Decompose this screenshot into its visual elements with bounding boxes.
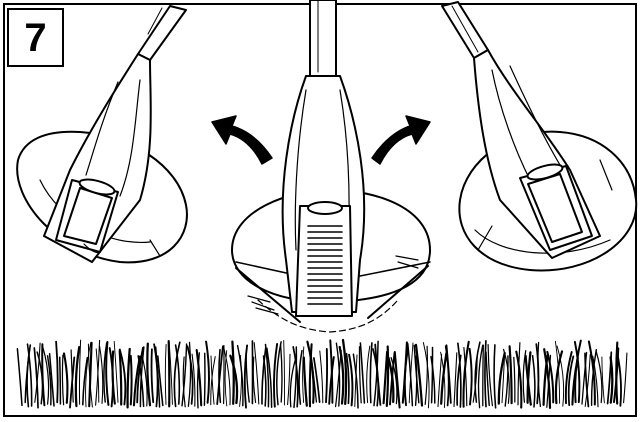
grass-blade: [432, 348, 433, 403]
grass-blade: [514, 357, 515, 402]
grass-blade: [494, 345, 496, 408]
grass-blade: [299, 351, 302, 405]
grass-blade: [624, 353, 627, 403]
grass-blade: [204, 353, 205, 405]
grass-blade: [288, 354, 290, 404]
grass-blade: [114, 342, 118, 403]
trimmer-head-tilted-right-icon: [442, 2, 636, 270]
grass-blade: [56, 342, 58, 403]
curved-arrow-up-left-icon: [212, 116, 272, 164]
grass-blade: [176, 345, 180, 404]
grass-blade: [131, 356, 132, 405]
grass-blade: [152, 349, 154, 402]
curved-arrow-up-right-icon: [372, 116, 430, 164]
grass-blade: [232, 342, 233, 404]
grass-blade: [120, 351, 122, 405]
grass-blade: [246, 353, 249, 402]
grass-blade: [470, 349, 472, 405]
grass-blade: [128, 349, 130, 407]
grass-blade: [284, 341, 285, 406]
grass-blade: [17, 349, 22, 406]
grass-blade: [60, 357, 61, 404]
grass-blade: [253, 357, 255, 403]
grass-blade: [106, 342, 108, 405]
grass-blade: [533, 356, 535, 407]
grass-blade: [370, 343, 372, 403]
grass-blade: [281, 345, 282, 402]
grass-blade: [387, 346, 388, 406]
grass-blade: [76, 347, 79, 406]
grass-blade: [165, 345, 166, 405]
step-number-box: 7: [7, 8, 64, 67]
grass-blade: [113, 352, 115, 404]
grass-blade: [596, 351, 602, 403]
grass-blade: [264, 356, 266, 406]
grass-blade: [320, 351, 323, 403]
trimmer-head-upright-icon: [232, 0, 430, 332]
grass-blade: [616, 343, 617, 404]
grass-blade: [147, 344, 150, 406]
grass-blade: [479, 345, 483, 407]
grass-blade: [169, 341, 170, 406]
grass-blade: [510, 346, 512, 403]
grass-blade: [83, 358, 88, 405]
grass-blade: [62, 355, 63, 405]
grass-blade: [314, 358, 320, 402]
grass-blade: [100, 346, 103, 403]
grass-blade: [611, 357, 613, 402]
grass-icon: [17, 340, 627, 408]
grass-blade: [483, 345, 484, 406]
grass-blade: [206, 342, 209, 403]
grass-blade: [304, 358, 307, 406]
step-number: 7: [24, 18, 46, 58]
grass-blade: [340, 347, 344, 404]
grass-blade: [408, 344, 413, 406]
grass-blade: [367, 346, 370, 403]
grass-blade: [64, 353, 67, 402]
grass-blade: [485, 341, 486, 407]
grass-blade: [326, 349, 327, 402]
